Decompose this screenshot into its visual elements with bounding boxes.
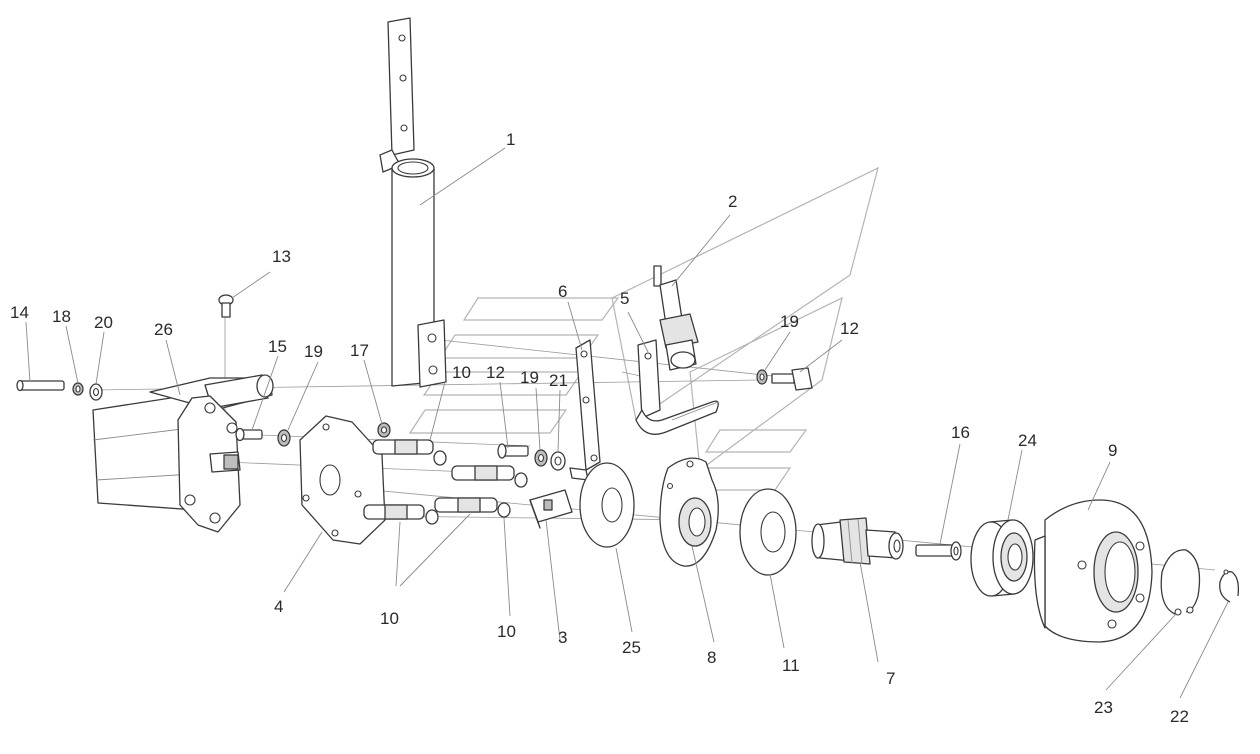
part-25-washer-disc: [579, 462, 635, 548]
label-4: 4: [274, 597, 283, 616]
label-22: 22: [1170, 707, 1189, 726]
part-24-bearing: [970, 519, 1034, 597]
watermark: [408, 166, 879, 491]
label-23: 23: [1094, 698, 1113, 717]
label-26: 26: [154, 320, 173, 339]
label-11: 11: [782, 656, 800, 675]
part-26-motor: [92, 374, 274, 533]
label-12-right: 12: [840, 319, 859, 338]
part-14-screw: [16, 379, 65, 392]
part-22-circlip: [1219, 569, 1240, 603]
label-14: 14: [10, 303, 29, 322]
label-19-middle: 19: [520, 368, 539, 387]
part-1-tube: [379, 17, 447, 388]
label-18: 18: [52, 307, 71, 326]
label-20: 20: [94, 313, 113, 332]
label-3: 3: [558, 628, 567, 647]
label-19-left: 19: [304, 342, 323, 361]
part-12-bolt-b: [771, 367, 813, 391]
label-9: 9: [1108, 441, 1117, 460]
part-13-rivet: [218, 294, 234, 318]
label-24: 24: [1018, 431, 1037, 450]
label-25: 25: [622, 638, 641, 657]
label-5: 5: [620, 289, 629, 308]
part-19-washer-c: [756, 369, 768, 385]
part-labels: 1 2 3 4 5 6 7 8 9 10 10 10 11 12 12 13 1…: [10, 130, 1189, 726]
part-12-screw-a: [497, 443, 529, 459]
part-6-bracket: [569, 339, 601, 481]
label-17: 17: [350, 341, 369, 360]
label-2: 2: [728, 192, 737, 211]
part-10-pin-middle: [451, 465, 528, 488]
label-12-left: 12: [486, 363, 505, 382]
label-10-front: 10: [497, 622, 516, 641]
part-16-screw: [915, 541, 962, 561]
label-1: 1: [506, 130, 515, 149]
part-10-pin-upper: [372, 439, 447, 466]
part-10-pin-lower: [363, 504, 439, 525]
part-17-nut: [377, 422, 391, 438]
part-7-coupling-shaft: [811, 517, 904, 565]
part-3-block: [529, 489, 573, 529]
part-10-pin-front: [434, 497, 511, 518]
label-8: 8: [707, 648, 716, 667]
part-20-washer: [89, 383, 103, 401]
part-18-lock-washer: [72, 382, 84, 396]
part-11-washer-ring: [739, 488, 797, 576]
part-4-flange-plate: [299, 415, 386, 545]
part-21-washer: [550, 451, 566, 471]
label-15: 15: [268, 337, 287, 356]
part-8-cam-disc: [659, 457, 719, 567]
label-10-lower: 10: [380, 609, 399, 628]
part-9-housing: [1033, 499, 1153, 643]
label-21: 21: [549, 371, 568, 390]
leader-lines: [25, 147, 1229, 699]
part-19-washer-b: [534, 449, 548, 467]
part-2-sensor: [653, 265, 699, 371]
label-19-right: 19: [780, 312, 799, 331]
part-19-washer-a: [277, 429, 291, 447]
label-7: 7: [886, 669, 895, 688]
label-13: 13: [272, 247, 291, 266]
part-23-retaining-ring: [1160, 549, 1201, 616]
label-16: 16: [951, 423, 970, 442]
part-5-sensor-bracket: [635, 339, 719, 435]
label-6: 6: [558, 282, 567, 301]
part-15-screw: [235, 427, 263, 442]
label-10-upper: 10: [452, 363, 471, 382]
